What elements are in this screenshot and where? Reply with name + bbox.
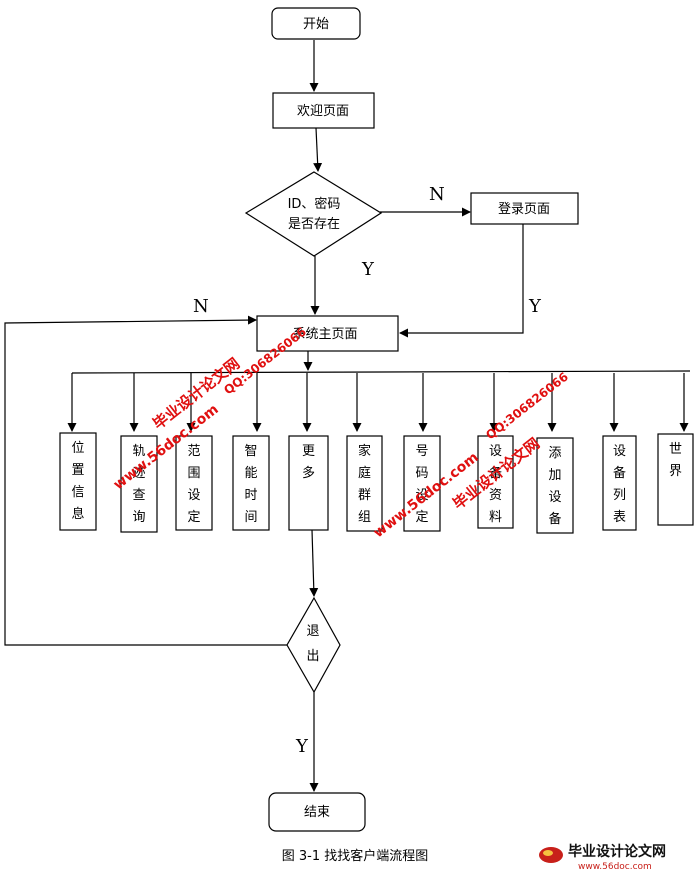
login-label: 登录页面 bbox=[498, 202, 550, 217]
module-char: 围 bbox=[187, 466, 200, 481]
login-yes-label: Y bbox=[528, 296, 542, 317]
module-box: 世界 bbox=[657, 433, 694, 526]
exit-node: 退 出 bbox=[286, 596, 341, 694]
module-char: 群 bbox=[358, 488, 371, 503]
module-char: 范 bbox=[187, 444, 200, 459]
module-char: 间 bbox=[244, 510, 257, 525]
module-char: 备 bbox=[548, 511, 561, 527]
module-char: 更 bbox=[302, 444, 315, 459]
decision-no-label: N bbox=[429, 184, 445, 205]
module-char: 定 bbox=[187, 510, 200, 525]
module-char: 智 bbox=[244, 444, 257, 459]
module-char: 世 bbox=[669, 442, 682, 457]
module-char: 家 bbox=[358, 443, 371, 459]
module-char: 备 bbox=[489, 465, 502, 481]
module-char: 轨 bbox=[132, 444, 145, 459]
loop-no-label: N bbox=[193, 296, 209, 317]
module-char: 添 bbox=[548, 446, 561, 461]
module-char: 备 bbox=[613, 465, 626, 481]
module-char: 信 bbox=[71, 485, 84, 500]
module-char: 设 bbox=[187, 488, 200, 503]
module-char: 迹 bbox=[132, 466, 145, 481]
logo-url: www.56doc.com bbox=[578, 862, 652, 872]
module-char: 号 bbox=[415, 444, 428, 459]
module-char: 庭 bbox=[358, 465, 371, 481]
module-char: 加 bbox=[548, 468, 561, 483]
connectors bbox=[4, 40, 691, 792]
decision-yes-label: Y bbox=[361, 259, 375, 280]
module-char: 能 bbox=[244, 466, 257, 481]
decision-node: ID、密码 是否存在 bbox=[244, 171, 383, 257]
decision-label-2: 是否存在 bbox=[288, 217, 340, 232]
welcome-node: 欢迎页面 bbox=[272, 92, 375, 129]
module-char: 设 bbox=[415, 488, 428, 503]
exit-label-2: 出 bbox=[306, 649, 319, 664]
module-char: 查 bbox=[132, 488, 145, 503]
module-char: 资 bbox=[489, 488, 502, 503]
module-char: 设 bbox=[548, 490, 561, 505]
module-box: 更多 bbox=[288, 435, 329, 531]
logo-title: 毕业设计论文网 bbox=[568, 843, 666, 860]
watermark-qq-2: QQ:306826066 bbox=[483, 370, 571, 443]
decision-label-1: ID、密码 bbox=[288, 196, 341, 212]
site-logo: 毕业设计论文网 www.56doc.com bbox=[539, 843, 666, 872]
start-label: 开始 bbox=[303, 17, 329, 32]
module-char: 位 bbox=[71, 441, 84, 456]
module-char: 表 bbox=[613, 510, 626, 525]
end-node: 结束 bbox=[268, 792, 366, 832]
exit-yes-label: Y bbox=[295, 736, 309, 757]
module-char: 组 bbox=[358, 510, 371, 525]
module-char: 询 bbox=[132, 510, 145, 525]
module-char: 置 bbox=[71, 463, 84, 478]
end-label: 结束 bbox=[304, 805, 330, 820]
logo-highlight-icon bbox=[543, 850, 553, 856]
module-char: 码 bbox=[415, 466, 428, 481]
figure-caption: 图 3-1 找找客户端流程图 bbox=[282, 848, 429, 864]
module-char: 列 bbox=[613, 488, 626, 503]
exit-label-1: 退 bbox=[306, 624, 319, 639]
login-node: 登录页面 bbox=[470, 192, 579, 225]
module-drop-arrows bbox=[67, 373, 689, 432]
module-char: 设 bbox=[613, 444, 626, 459]
module-char: 息 bbox=[71, 506, 84, 522]
welcome-label: 欢迎页面 bbox=[297, 104, 349, 119]
main-label: 系统主页面 bbox=[292, 327, 357, 342]
module-char: 多 bbox=[302, 465, 315, 481]
start-node: 开始 bbox=[271, 7, 361, 40]
module-char: 定 bbox=[415, 510, 428, 525]
main-node: 系统主页面 bbox=[256, 315, 399, 352]
module-char: 界 bbox=[669, 464, 682, 479]
module-char: 料 bbox=[489, 510, 502, 525]
module-char: 时 bbox=[244, 488, 257, 503]
module-char: 设 bbox=[489, 444, 502, 459]
